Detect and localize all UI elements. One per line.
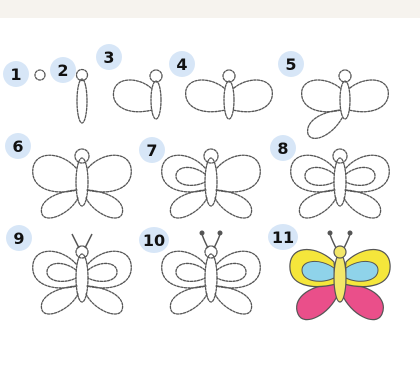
step-7-drawing	[162, 149, 261, 218]
step-6-drawing	[33, 149, 132, 218]
step-8-drawing	[291, 149, 390, 218]
step-9-drawing	[33, 234, 132, 314]
step-1-drawing	[35, 70, 45, 80]
step-5-drawing	[302, 70, 389, 138]
step-2-drawing	[77, 70, 88, 124]
step-4-drawing	[186, 70, 273, 119]
step-11-colored-butterfly	[290, 231, 390, 320]
step-3-drawing	[113, 70, 162, 119]
step-10-drawing	[162, 231, 261, 315]
